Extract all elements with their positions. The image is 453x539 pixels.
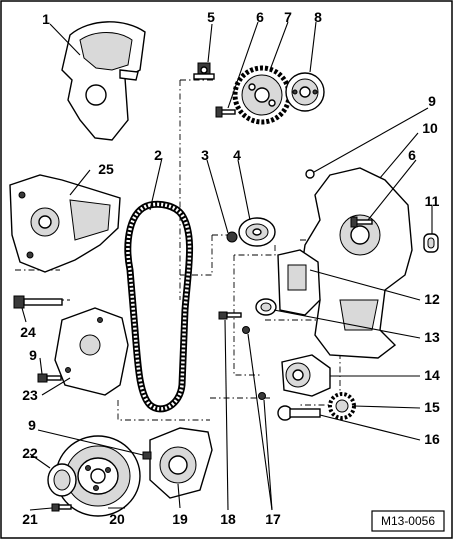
upper-timing-belt-cover	[61, 21, 146, 141]
callout-18: 18	[220, 511, 236, 527]
bolt-9-upper	[305, 169, 315, 179]
callout-10: 10	[422, 120, 438, 136]
callout-labels: 1 2 3 4 5 6 6 7 8 9 9 9 10 11 12 13 14 1…	[20, 9, 440, 527]
callout-14: 14	[424, 367, 440, 383]
callout-24: 24	[20, 324, 36, 340]
callout-9-upper: 9	[428, 93, 436, 109]
bolts-17	[242, 326, 266, 400]
lower-timing-belt-cover	[54, 307, 129, 396]
bolt-9-lower	[142, 451, 152, 460]
callout-19: 19	[172, 511, 188, 527]
callout-3: 3	[201, 147, 209, 163]
callout-8: 8	[314, 9, 322, 25]
callout-23: 23	[22, 387, 38, 403]
timing-belt	[124, 200, 194, 413]
crankshaft-sprocket	[328, 392, 356, 420]
callout-6-upper: 6	[256, 9, 264, 25]
callout-4: 4	[233, 147, 241, 163]
long-bolt	[13, 295, 63, 309]
bolt-18	[218, 311, 242, 320]
bolt-6-right	[350, 216, 373, 228]
callout-6-right: 6	[408, 147, 416, 163]
diagram-code-box: M13-0056	[371, 510, 445, 532]
diagram-code: M13-0056	[381, 514, 435, 528]
leader-lines	[21, 21, 433, 511]
hub-cap	[47, 463, 77, 497]
lower-cover-plate	[149, 427, 213, 499]
callout-9-lower: 9	[28, 417, 36, 433]
bolt-9-left	[37, 373, 62, 383]
callout-2: 2	[154, 147, 162, 163]
callout-5: 5	[207, 9, 215, 25]
callout-21: 21	[22, 511, 38, 527]
bolt-6-upper	[215, 106, 236, 118]
rear-timing-belt-cover	[299, 167, 413, 359]
callout-25: 25	[98, 161, 114, 177]
idler-roller	[255, 298, 277, 316]
callout-13: 13	[424, 329, 440, 345]
callout-20: 20	[109, 511, 125, 527]
camshaft-sprocket	[232, 65, 292, 125]
water-pump	[281, 354, 331, 397]
callout-7: 7	[284, 9, 292, 25]
callout-16: 16	[424, 431, 440, 447]
belt-tensioner	[238, 217, 276, 247]
callout-1: 1	[42, 11, 50, 27]
callout-22: 22	[22, 445, 38, 461]
bolt-5	[193, 62, 215, 80]
engine-mount-bracket	[9, 174, 121, 273]
callout-17: 17	[265, 511, 281, 527]
callout-9-left: 9	[29, 347, 37, 363]
callout-12: 12	[424, 291, 440, 307]
callout-11: 11	[425, 193, 440, 209]
camshaft-hub	[285, 72, 325, 112]
bolt-21	[51, 503, 72, 512]
crankshaft-bolt	[277, 405, 321, 421]
vibration-damper	[55, 435, 141, 517]
seal-ring	[423, 233, 439, 253]
bolt-3	[226, 231, 238, 243]
callout-15: 15	[424, 399, 440, 415]
cover-plate	[277, 249, 321, 316]
